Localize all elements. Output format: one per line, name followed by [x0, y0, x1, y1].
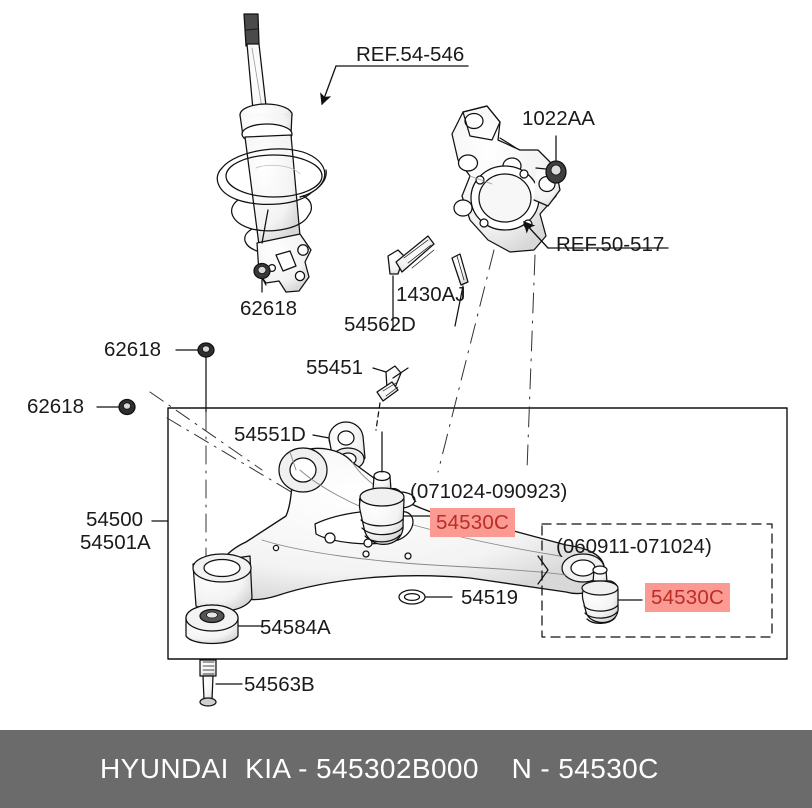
nut-1022AA-drawing: [545, 135, 567, 184]
steering-knuckle-drawing: [451, 105, 669, 253]
callout-arm-54500: 54500: [86, 508, 144, 531]
variant-old-date-range: (060911-071024): [556, 535, 712, 558]
callout-nut-62618-strut: 62618: [240, 297, 298, 320]
variant-new-part-number: 54530C: [430, 508, 515, 537]
footer-bar: HYUNDAI KIA - 545302B000 N - 54530C: [0, 730, 812, 808]
ball-joint-new-drawing: [358, 431, 431, 546]
callout-ring-54519: 54519: [461, 586, 519, 609]
callout-bushing-54584A: 54584A: [260, 616, 331, 639]
variant-old-box: [541, 523, 773, 638]
callout-bolt-55451: 55451: [306, 356, 364, 379]
bushing-54584A-drawing: [185, 604, 263, 645]
footer-part-text: HYUNDAI KIA - 545302B000 N - 54530C: [100, 753, 659, 784]
ball-joint-old-drawing: [581, 565, 643, 624]
callout-bolt-54562D: 54562D: [344, 313, 416, 336]
callout-pin-1430AJ: 1430AJ: [396, 283, 466, 306]
main-group-box: [167, 407, 788, 660]
callout-nut-62618-upper: 62618: [104, 338, 162, 361]
bolt-54562D-drawing: [387, 235, 435, 331]
callout-bushing-54551D: 54551D: [234, 423, 306, 446]
variant-old-part-number: 54530C: [645, 583, 730, 612]
bolt-54563B-drawing: [199, 659, 243, 707]
callout-ref-50-517: REF.50-517: [556, 233, 665, 256]
pin-1430AJ-drawing: [451, 253, 469, 327]
callout-nut-1022AA: 1022AA: [522, 107, 595, 130]
variant-new-date-range: (071024-090923): [410, 480, 568, 503]
nut-62618-upper-drawing: [175, 342, 215, 413]
callout-bolt-54563B: 54563B: [244, 673, 315, 696]
strut-assembly-drawing: [216, 13, 469, 293]
ring-54519-drawing: [398, 589, 453, 605]
bolt-55451-drawing: [372, 365, 409, 431]
callout-arm-54501A: 54501A: [80, 531, 151, 554]
nut-62618-lower-drawing: [96, 398, 136, 416]
nut-62618-strut-drawing: [253, 262, 271, 293]
callout-ref-54-546: REF.54-546: [356, 43, 465, 66]
callout-nut-62618-lower: 62618: [27, 395, 85, 418]
